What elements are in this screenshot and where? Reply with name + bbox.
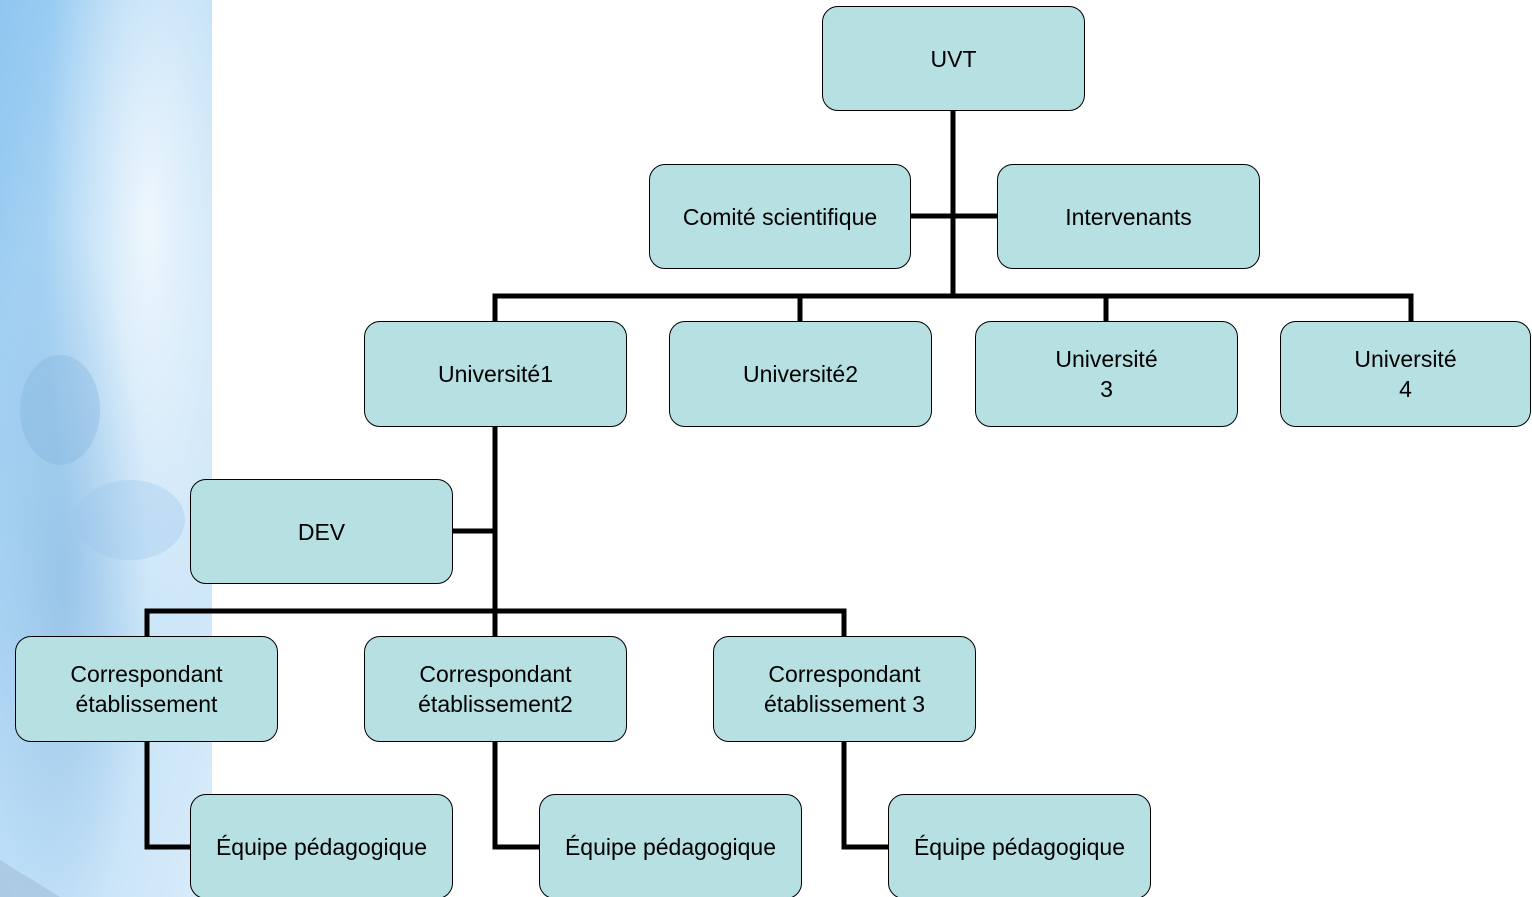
background-photo-panel [0,0,212,897]
node-equipe-2: Équipe pédagogique [539,794,802,897]
node-universite-4: Université 4 [1280,321,1531,427]
node-correspondant-2: Correspondant établissement2 [364,636,627,742]
node-correspondant-3: Correspondant établissement 3 [713,636,976,742]
node-universite-2: Université2 [669,321,932,427]
node-uvt: UVT [822,6,1085,111]
node-equipe-3: Équipe pédagogique [888,794,1151,897]
node-dev: DEV [190,479,453,584]
node-intervenants: Intervenants [997,164,1260,269]
node-comite-scientifique: Comité scientifique [649,164,911,269]
node-equipe-1: Équipe pédagogique [190,794,453,897]
node-universite-3: Université 3 [975,321,1238,427]
node-correspondant-1: Correspondant établissement [15,636,278,742]
node-universite-1: Université1 [364,321,627,427]
